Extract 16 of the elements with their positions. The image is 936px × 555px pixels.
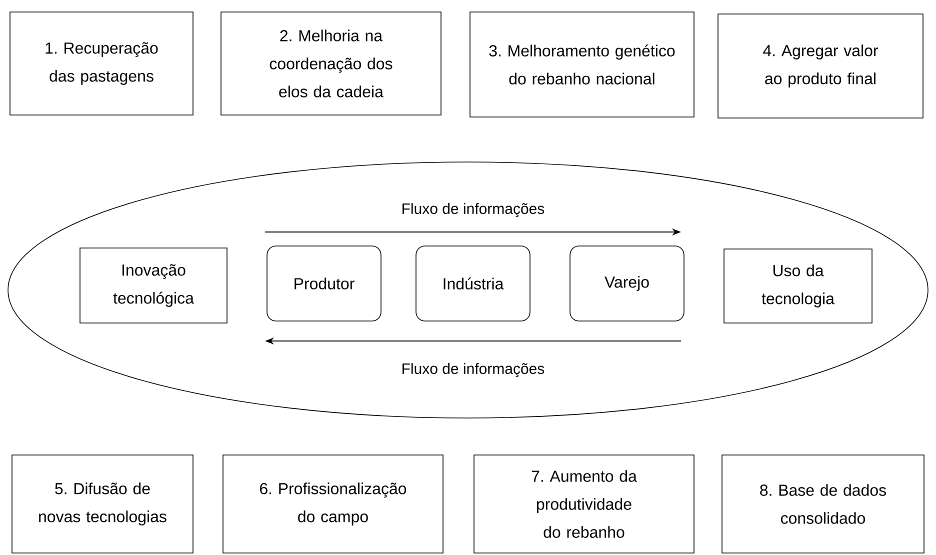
- outcome-box: 7. Aumento da produtividade do rebanho: [474, 454, 694, 554]
- concept-box: Inovação tecnológica: [80, 248, 228, 324]
- ellipse: [8, 162, 928, 418]
- outcome-box: 3. Melhoramento genético do rebanho nacional: [470, 12, 694, 118]
- outcome-box: 8. Base de dados consolidado: [722, 454, 924, 554]
- outcome-box: 4. Agregar valor ao produto final: [718, 14, 924, 118]
- flow-label: Fluxo de informações: [402, 362, 544, 378]
- chain-box: Produtor: [266, 246, 382, 322]
- chain-box: Varejo: [570, 246, 684, 322]
- outcome-box: 5. Difusão de novas tecnologias: [12, 454, 194, 554]
- chain-box: Indústria: [416, 246, 530, 322]
- outcome-box: 6. Profissionalização do campo: [222, 454, 444, 554]
- outcome-box: 2. Melhoria na coordenação dos elos da cadeia: [220, 12, 442, 116]
- outcome-box: 1. Recuperação das pastagens: [10, 12, 194, 116]
- concept-box: Uso da tecnologia: [724, 248, 872, 324]
- flow-label: Fluxo de informações: [402, 202, 544, 218]
